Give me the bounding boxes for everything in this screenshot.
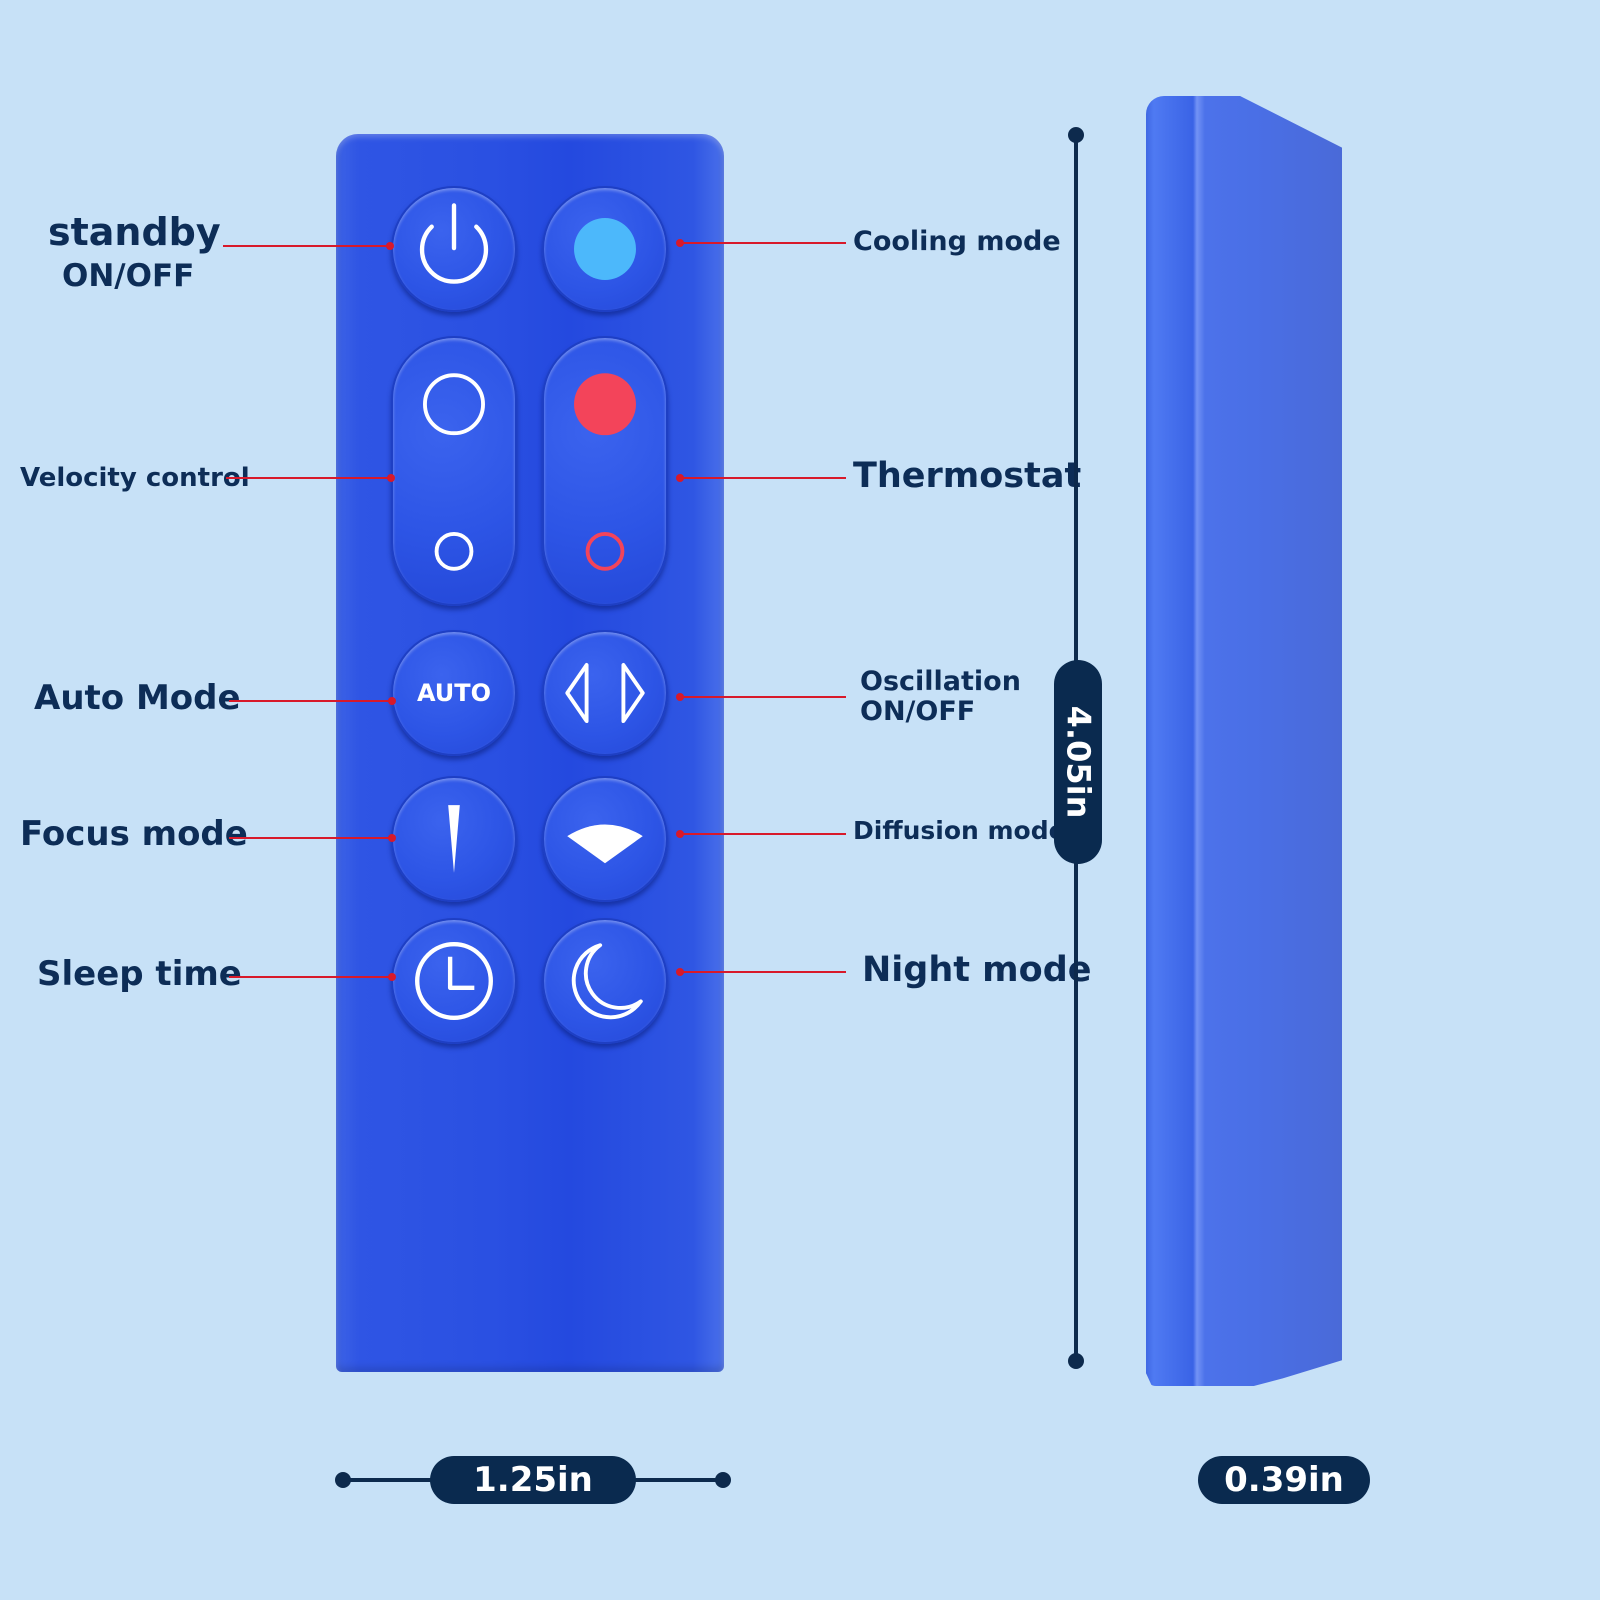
cooling-mode-button[interactable] xyxy=(542,186,668,312)
velocity-label: Velocity control xyxy=(20,463,250,493)
night-leader-line xyxy=(680,971,846,973)
diffusion-leader-line xyxy=(680,833,846,835)
height-value: 4.05in xyxy=(1059,705,1098,819)
standby-leader-dot xyxy=(386,242,394,250)
clock-icon xyxy=(415,942,493,1020)
cooling-mode-label: Cooling mode xyxy=(853,226,1061,257)
moon-icon xyxy=(571,943,643,1020)
velocity-down-icon xyxy=(434,532,474,571)
sleep-leader-dot xyxy=(388,973,396,981)
width-dim-right-dot xyxy=(715,1472,731,1488)
focus-mode-button[interactable] xyxy=(391,776,517,902)
oscillation-icon xyxy=(565,662,645,724)
focus-leader-line xyxy=(229,837,391,839)
night-mode-label: Night mode xyxy=(862,950,1092,990)
auto-mode-label: Auto Mode xyxy=(34,678,241,718)
sleep-leader-line xyxy=(229,976,391,978)
cooling-leader-line xyxy=(680,242,846,244)
focus-leader-dot xyxy=(388,834,396,842)
standby-button[interactable] xyxy=(391,186,517,312)
auto-leader-dot xyxy=(388,697,396,705)
remote-side-view xyxy=(1146,96,1342,1386)
auto-label: AUTO xyxy=(416,679,492,707)
velocity-leader-line xyxy=(226,477,390,479)
thermostat-label: Thermostat xyxy=(853,456,1082,496)
velocity-up-icon xyxy=(423,373,485,436)
oscillation-label: Oscillation xyxy=(860,666,1021,697)
diffusion-mode-button[interactable] xyxy=(542,776,668,902)
diffusion-mode-label: Diffusion mode xyxy=(853,816,1066,845)
standby-label: standby xyxy=(48,210,221,254)
oscillation-leader-line xyxy=(680,696,846,698)
auto-mode-button[interactable]: AUTO xyxy=(391,630,517,756)
sleep-time-button[interactable] xyxy=(391,918,517,1044)
standby-label-sub: ON/OFF xyxy=(62,258,195,294)
cooling-dot-icon xyxy=(574,218,636,280)
sleep-time-label: Sleep time xyxy=(37,954,242,994)
heat-down-icon xyxy=(585,532,625,571)
velocity-leader-dot xyxy=(387,474,395,482)
heat-up-icon xyxy=(574,373,636,436)
diffusion-icon xyxy=(567,824,643,864)
oscillation-button[interactable] xyxy=(542,630,668,756)
remote-front: AUTO xyxy=(336,134,724,1372)
night-mode-button[interactable] xyxy=(542,918,668,1044)
standby-leader-line xyxy=(223,245,390,247)
power-icon xyxy=(419,203,489,284)
focus-icon xyxy=(448,805,460,873)
height-dim-bottom-dot xyxy=(1068,1353,1084,1369)
thermostat-leader-line xyxy=(680,477,846,479)
auto-leader-line xyxy=(229,700,391,702)
focus-mode-label: Focus mode xyxy=(20,814,248,854)
velocity-control-button[interactable] xyxy=(391,336,517,606)
height-badge: 4.05in xyxy=(1054,660,1102,864)
width-badge: 1.25in xyxy=(430,1456,636,1504)
oscillation-label-sub: ON/OFF xyxy=(860,696,976,727)
thermostat-button[interactable] xyxy=(542,336,668,606)
depth-badge: 0.39in xyxy=(1198,1456,1370,1504)
